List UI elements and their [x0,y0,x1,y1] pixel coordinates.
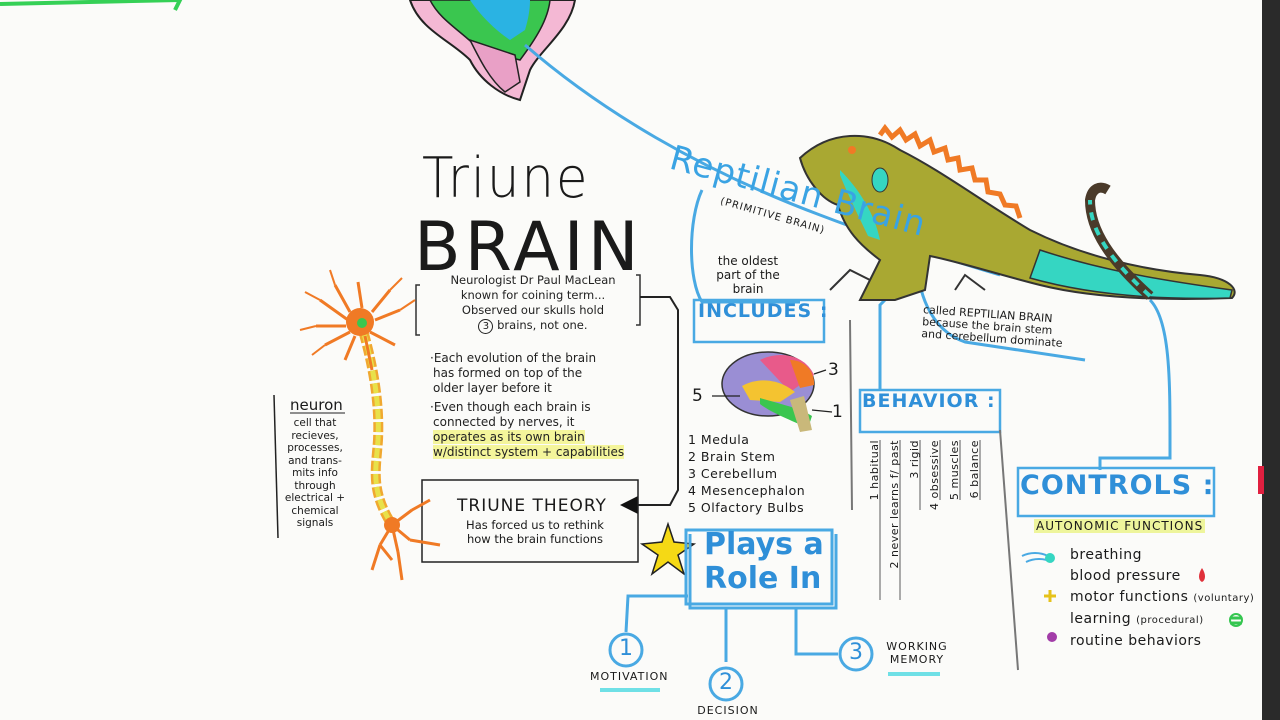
bullet-line: ·Each evolution of the brain [430,351,597,365]
behavior-item: 1 habitual [868,440,881,501]
list-item: motor functions (voluntary) [1070,587,1254,609]
bullet-line: older layer before it [433,381,552,395]
neuron-desc-line: and trans- [288,454,342,467]
plays-line: Plays a [704,527,824,562]
plays-connectors [624,594,838,662]
equals-icon [1230,616,1242,625]
list-item: 2 Brain Stem [688,449,776,464]
controls-label: CONTROLS [1020,470,1193,501]
quote-line: Observed our skulls hold [461,303,605,317]
role-number: 1 [619,636,633,661]
brain-label-3: 3 [828,360,839,380]
quote-bracket [415,274,641,336]
theory-box-shadow [421,479,639,563]
neuron-desc-line: signals [296,517,334,529]
note-line: part of the [716,268,780,282]
bullet-connected: ·Even though each brain is connected by … [424,400,664,460]
note-line: the oldest [717,254,779,268]
neuron-desc-line: cell that [293,417,337,429]
bullet-line: connected by nerves, it [433,415,575,429]
includes-label: INCLUDES [698,300,813,322]
role-label-working-memory: WORKING MEMORY [886,640,948,666]
neuron-desc-line: chemical [291,504,339,517]
brain-diagram [712,351,833,432]
bullet-line: has formed on top of the [433,366,583,380]
plays-a-role-heading: Plays a Role In [688,528,824,596]
behavior-item: 4 obsessive [928,440,941,511]
frame-edge [1262,0,1280,720]
item-text: breathing [1070,547,1143,563]
title-line-2: BRAIN [414,208,643,287]
behavior-item: 2 never learns f/ past [888,440,901,569]
item-text: motor functions [1070,589,1189,605]
note-line: brain [732,282,764,296]
list-item: 3 Cerebellum [688,466,778,481]
bullet-line: ·Even though each brain is [430,400,591,414]
includes-list: 1 Medula 2 Brain Stem 3 Cerebellum 4 Mes… [688,431,805,516]
quote-line: 3 brains, not one. [428,318,638,334]
neuron-desc-line: processes, [287,442,343,454]
list-item: learning (procedural) [1070,609,1254,631]
includes-heading: INCLUDES : [698,300,829,322]
behavior-item: 3 rigid [908,440,921,479]
autonomic-functions-label: AUTONOMIC FUNCTIONS [1034,519,1206,533]
theory-desc-line: Has forced us to rethink [466,518,604,532]
list-item: blood pressure [1070,566,1254,587]
role-label-motivation: MOTIVATION [590,670,669,683]
theory-title: TRIUNE THEORY [457,496,607,516]
controls-list: breathing blood pressure motor functions… [1070,545,1254,652]
plus-icon [1044,590,1056,602]
plays-box [684,528,838,610]
green-stroke [0,0,183,11]
theory-description: Has forced us to rethink how the brain f… [440,518,630,546]
behavior-label: BEHAVIOR [862,390,980,412]
role-number: 2 [719,670,733,695]
neuron-bracket [273,394,279,539]
neuron-description: cell that recieves, processes, and trans… [280,417,350,530]
quote-line: Neurologist Dr Paul MacLean [450,273,616,287]
bug-icon [1047,632,1057,642]
maclean-quote: Neurologist Dr Paul MacLean known for co… [428,273,638,334]
behavior-heading: BEHAVIOR : [862,390,996,412]
list-item: 1 Medula [688,432,750,447]
item-text: blood pressure [1070,568,1181,584]
role-number: 3 [849,640,863,665]
item-text: routine behaviors [1070,633,1202,649]
item-note: (procedural) [1136,615,1204,626]
neuron-illustration [299,269,441,581]
number-circle: 3 [478,319,494,334]
theory-arrow [630,296,679,506]
neuron-desc-line: recieves, [291,429,339,442]
list-item: breathing [1070,545,1254,566]
list-item: routine behaviors [1070,631,1254,652]
list-item: 4 Mesencephalon [688,483,806,498]
controls-heading: CONTROLS : [1020,470,1215,501]
theory-desc-line: how the brain functions [466,532,604,546]
highlighted-line: operates as its own brain [433,430,585,444]
iguana-illustration [798,123,1236,301]
item-note: (voluntary) [1193,593,1255,604]
brain-label-1: 1 [832,402,843,422]
bullet-evolution: ·Each evolution of the brain has formed … [424,351,654,396]
neuron-desc-line: through [294,479,336,492]
behavior-item: 5 muscles [948,440,961,501]
title-line-1: Triune [422,146,590,211]
top-brain-illustration [408,0,577,102]
oldest-part-note: the oldest part of the brain [704,254,792,296]
plays-line: Role In [704,561,822,596]
neuron-desc-line: mits info [292,467,338,479]
quote-line: known for coining term... [460,288,606,302]
role-label-decision: DECISION [697,704,759,717]
neuron-desc-line: electrical + [284,492,346,504]
brain-label-5: 5 [692,386,703,406]
item-text: learning [1070,611,1132,627]
list-item: 5 Olfactory Bulbs [688,500,805,515]
quote-line-end: brains, not one. [497,318,588,332]
blood-drop-icon [1199,568,1205,582]
neuron-label: neuron [290,396,343,414]
highlighted-line: w/distinct system + capabilities [433,445,625,459]
behavior-item: 6 balance [968,440,981,499]
